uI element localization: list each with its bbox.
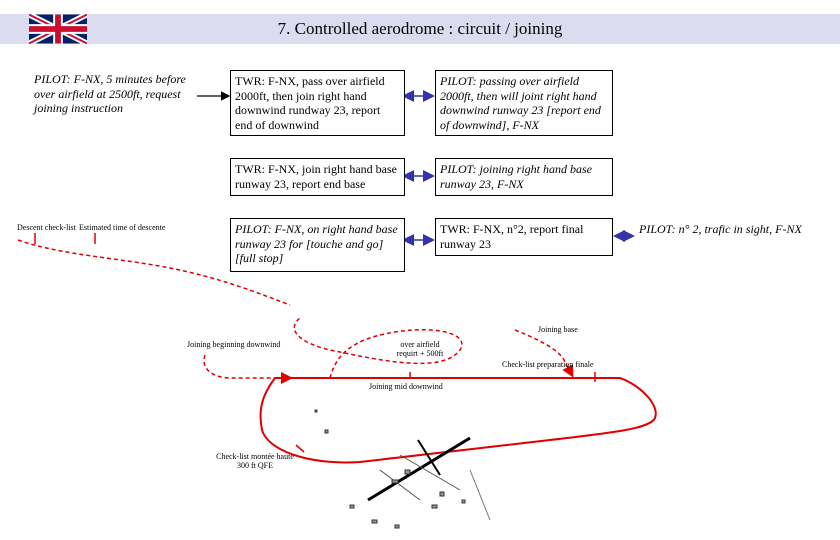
estimated-time-descent-label: Estimated time of descente bbox=[79, 223, 166, 232]
pilot-overhead-box: PILOT: passing over airfield 2000ft, the… bbox=[435, 70, 613, 136]
joining-beginning-downwind-label: Joining beginning downwind bbox=[187, 340, 281, 349]
joining-beginning-downwind-path bbox=[203, 354, 293, 384]
twr-base-box: TWR: F-NX, join right hand base runway 2… bbox=[230, 158, 405, 196]
overhead-loop-path bbox=[293, 317, 463, 379]
climb-checklist-label: Check-list montée haute 300 ft QFE bbox=[215, 452, 295, 470]
overhead-label-line1: over airfield bbox=[400, 340, 440, 349]
climb-checklist-line1: Check-list montée haute bbox=[216, 452, 294, 461]
airfield-map bbox=[314, 409, 491, 529]
pilot-traffic-box: PILOT: n° 2, trafic in sight, F-NX bbox=[635, 218, 820, 246]
checklist-prepare-final-label: Check-list preparation finale bbox=[502, 360, 594, 369]
joining-base-label: Joining base bbox=[538, 325, 578, 334]
circuit-pattern bbox=[259, 377, 657, 464]
union-jack-flag-icon bbox=[29, 14, 87, 44]
twr-final-box: TWR: F-NX, n°2, report final runway 23 bbox=[435, 218, 613, 256]
joining-mid-downwind-label: Joining mid downwind bbox=[369, 382, 443, 391]
descent-checklist-label: Descent check-list bbox=[17, 223, 76, 232]
overhead-label: over airfield requirt + 500ft bbox=[380, 340, 460, 358]
climb-checklist-line2: 300 ft QFE bbox=[237, 461, 273, 470]
twr-overhead-box: TWR: F-NX, pass over airfield 2000ft, th… bbox=[230, 70, 405, 136]
header-band bbox=[0, 14, 840, 44]
page-title: 7. Controlled aerodrome : circuit / join… bbox=[277, 19, 563, 38]
overhead-label-line2: requirt + 500ft bbox=[396, 349, 444, 358]
pilot-base-box: PILOT: joining right hand base runway 23… bbox=[435, 158, 613, 196]
descent-path bbox=[17, 239, 291, 306]
joining-base-path bbox=[514, 329, 574, 378]
pilot-right-base-box: PILOT: F-NX, on right hand base runway 2… bbox=[230, 218, 405, 272]
pilot-request-box: PILOT: F-NX, 5 minutes before over airfi… bbox=[30, 70, 197, 124]
